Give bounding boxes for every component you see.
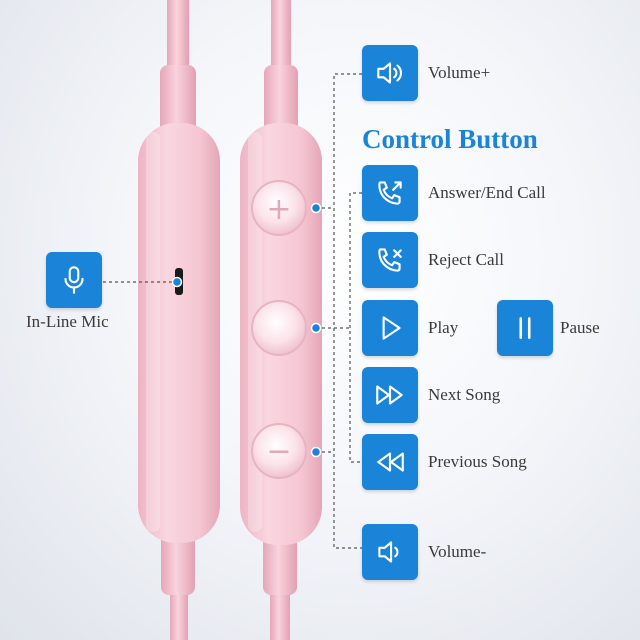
- play-label: Play: [428, 318, 459, 337]
- plus-dot: [310, 202, 322, 214]
- volume-up-icon: [362, 45, 418, 101]
- remote-plus-symbol: +: [266, 192, 291, 227]
- mic-housing: [138, 123, 220, 543]
- middle-dot: [310, 322, 322, 334]
- microphone-icon: [46, 252, 102, 308]
- right-cable-sleeve-top: [264, 65, 298, 135]
- reject-call-label: Reject Call: [428, 250, 505, 269]
- phone-reject-icon: [362, 232, 418, 288]
- in-line-mic-label: In-Line Mic: [26, 312, 109, 331]
- previous-song-label: Previous Song: [428, 452, 527, 471]
- phone-answer-icon: [362, 165, 418, 221]
- page-title: Control Button: [362, 124, 538, 154]
- next-song-label: Next Song: [428, 385, 501, 404]
- answer-end-call-label: Answer/End Call: [428, 183, 546, 202]
- pause-label: Pause: [560, 318, 600, 337]
- right-cable-sleeve-bottom: [263, 530, 297, 595]
- remote-middle-button: [251, 300, 307, 356]
- remote-plus-button: [251, 180, 307, 236]
- left-cable-sleeve-top: [160, 65, 196, 140]
- next-song-icon: [362, 367, 418, 423]
- play-icon: [362, 300, 418, 356]
- volume-down-label: Volume-: [428, 542, 487, 561]
- volume-up-label: Volume+: [428, 63, 491, 82]
- remote-minus-symbol: −: [266, 434, 291, 469]
- volume-down-icon: [362, 524, 418, 580]
- pause-icon: [497, 300, 553, 356]
- remote-minus-button: [251, 423, 307, 479]
- minus-dot: [310, 446, 322, 458]
- mic-dot: [171, 276, 183, 288]
- previous-song-icon: [362, 434, 418, 490]
